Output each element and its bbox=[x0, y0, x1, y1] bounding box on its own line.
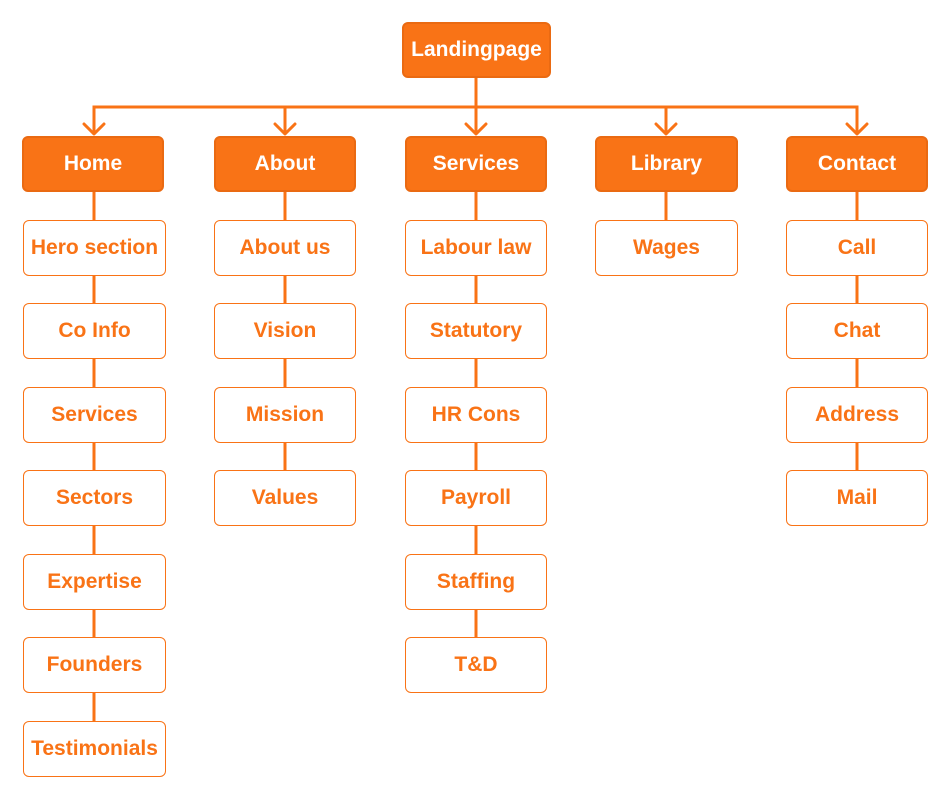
node-about[interactable]: About bbox=[214, 136, 356, 192]
node-services[interactable]: Services bbox=[405, 136, 547, 192]
node-home-co-info[interactable]: Co Info bbox=[23, 303, 166, 359]
node-contact-mail[interactable]: Mail bbox=[786, 470, 928, 526]
node-home-hero-section[interactable]: Hero section bbox=[23, 220, 166, 276]
node-home-testimonials[interactable]: Testimonials bbox=[23, 721, 166, 777]
arrow-head-0 bbox=[82, 122, 106, 136]
arrow-head-1 bbox=[273, 122, 297, 136]
node-services-staffing[interactable]: Staffing bbox=[405, 554, 547, 610]
node-contact[interactable]: Contact bbox=[786, 136, 928, 192]
node-home-sectors[interactable]: Sectors bbox=[23, 470, 166, 526]
node-services-statutory[interactable]: Statutory bbox=[405, 303, 547, 359]
node-home-founders[interactable]: Founders bbox=[23, 637, 166, 693]
node-about-values[interactable]: Values bbox=[214, 470, 356, 526]
node-library[interactable]: Library bbox=[595, 136, 738, 192]
node-services-t-and-d[interactable]: T&D bbox=[405, 637, 547, 693]
node-about-about-us[interactable]: About us bbox=[214, 220, 356, 276]
arrow-head-2 bbox=[464, 122, 488, 136]
node-root-landingpage[interactable]: Landingpage bbox=[402, 22, 551, 78]
node-library-wages[interactable]: Wages bbox=[595, 220, 738, 276]
node-home-expertise[interactable]: Expertise bbox=[23, 554, 166, 610]
node-home-services[interactable]: Services bbox=[23, 387, 166, 443]
node-about-vision[interactable]: Vision bbox=[214, 303, 356, 359]
arrow-head-3 bbox=[654, 122, 678, 136]
node-about-mission[interactable]: Mission bbox=[214, 387, 356, 443]
node-home[interactable]: Home bbox=[22, 136, 164, 192]
node-services-labour-law[interactable]: Labour law bbox=[405, 220, 547, 276]
arrow-head-4 bbox=[845, 122, 869, 136]
node-contact-chat[interactable]: Chat bbox=[786, 303, 928, 359]
node-contact-address[interactable]: Address bbox=[786, 387, 928, 443]
node-contact-call[interactable]: Call bbox=[786, 220, 928, 276]
node-services-hr-cons[interactable]: HR Cons bbox=[405, 387, 547, 443]
node-services-payroll[interactable]: Payroll bbox=[405, 470, 547, 526]
